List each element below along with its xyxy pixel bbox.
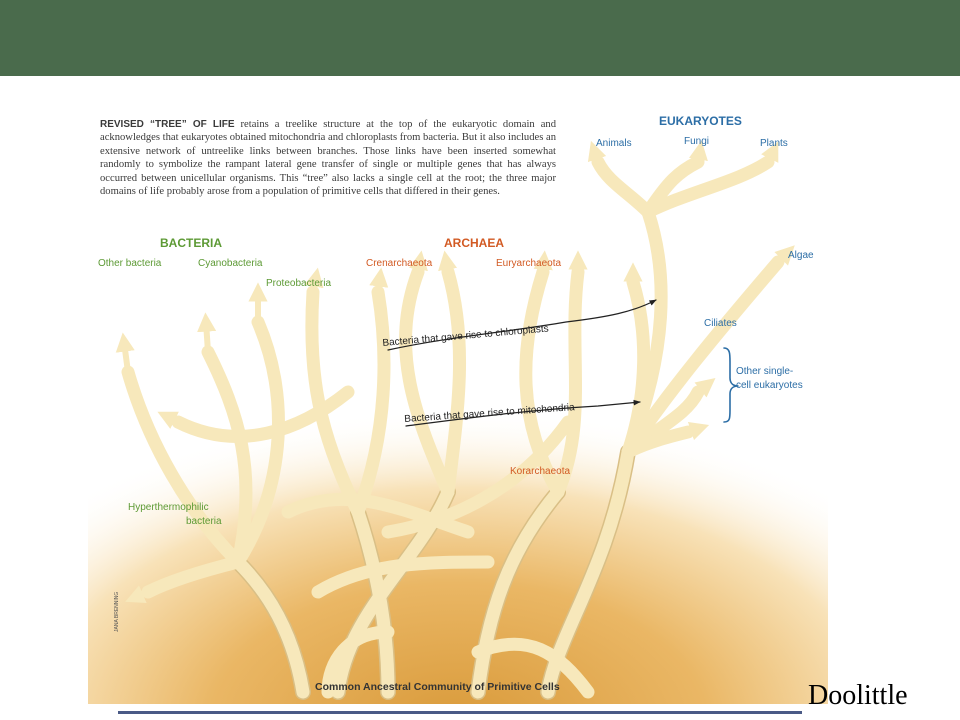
label-hyperthermophilic-2: bacteria: [186, 516, 222, 527]
root-label: Common Ancestral Community of Primitive …: [315, 681, 560, 693]
tree-of-life-figure: REVISED “TREE” OF LIFE retains a treelik…: [88, 92, 828, 704]
label-plants: Plants: [760, 138, 788, 149]
label-hyperthermophilic-1: Hyperthermophilic: [128, 502, 209, 513]
label-other-single-2: cell eukaryotes: [736, 380, 803, 391]
figure-caption: REVISED “TREE” OF LIFE retains a treelik…: [100, 118, 556, 198]
caption-lead: REVISED “TREE” OF LIFE: [100, 119, 235, 130]
caption-text: retains a treelike structure at the top …: [100, 119, 556, 198]
illustrator-credit: JANA BRENNING: [114, 591, 120, 632]
mitochondria-arrow: [405, 399, 641, 427]
bacteria-group-label: BACTERIA: [160, 236, 222, 250]
eukaryote-bracket: [723, 347, 739, 423]
branch-network: [115, 140, 795, 700]
label-other-single-1: Other single-: [736, 366, 794, 377]
label-algae: Algae: [788, 250, 814, 261]
author-credit: Doolittle: [808, 680, 908, 711]
label-korarchaeota: Korarchaeota: [510, 466, 571, 477]
label-animals: Animals: [596, 138, 632, 149]
label-fungi: Fungi: [684, 136, 710, 147]
label-cyanobacteria: Cyanobacteria: [198, 258, 263, 269]
label-other-bacteria: Other bacteria: [98, 258, 162, 269]
header-bar: [0, 0, 960, 76]
label-crenarchaeota: Crenarchaeota: [366, 258, 433, 269]
label-proteobacteria: Proteobacteria: [266, 278, 332, 289]
chloroplast-arrow: [387, 299, 657, 351]
eukaryotes-group-label: EUKARYOTES: [659, 114, 742, 128]
footer-rule: [118, 711, 802, 714]
tree-diagram: [88, 140, 828, 704]
label-ciliates: Ciliates: [704, 318, 737, 329]
label-euryarchaeota: Euryarchaeota: [496, 258, 562, 269]
archaea-group-label: ARCHAEA: [444, 236, 504, 250]
